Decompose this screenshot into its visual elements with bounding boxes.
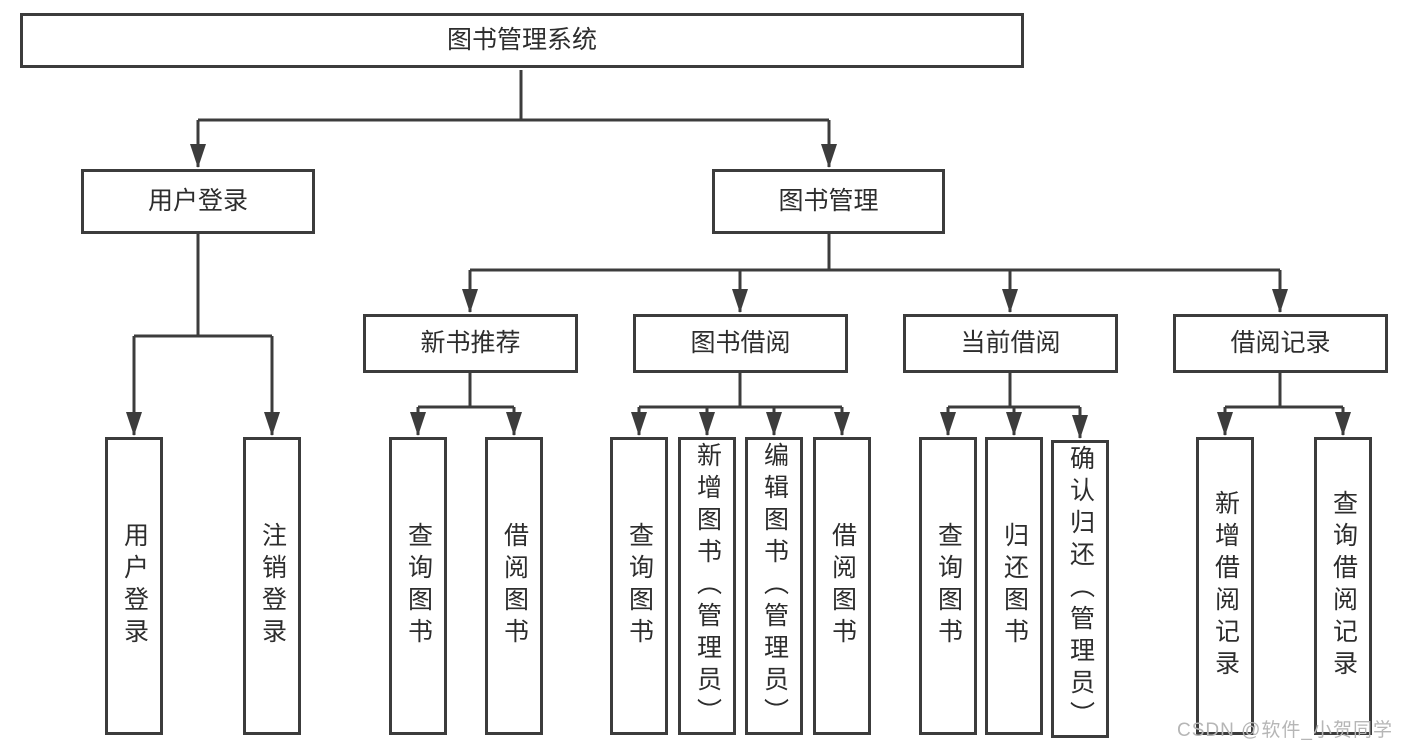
leaf-query-book-current-label: 查询图书 [934,522,963,650]
node-borrowing-records: 借阅记录 [1173,314,1388,373]
connector-borrowing-records-junction [1225,373,1343,409]
leaf-return-book: 归还图书 [985,437,1043,735]
node-book-borrowing-label: 图书借阅 [690,329,791,357]
leaf-borrow-book-borrowing: 借阅图书 [813,437,871,735]
node-borrowing-records-label: 借阅记录 [1230,329,1331,357]
leaf-query-book-current: 查询图书 [919,437,977,735]
connector-book-borrowing-junction [639,373,842,409]
leaf-query-book-borrowing-label: 查询图书 [625,522,654,650]
leaf-borrow-book-recommend-label: 借阅图书 [500,522,529,650]
leaf-query-book-recommend: 查询图书 [389,437,447,735]
leaf-confirm-return-admin: 确认归还（管理员） [1051,440,1109,738]
leaf-add-book-admin: 新增图书（管理员） [678,437,736,735]
node-root: 图书管理系统 [20,13,1024,68]
node-root-label: 图书管理系统 [446,26,597,54]
connector-current-borrowing-junction [948,373,1080,409]
leaf-borrow-book-recommend: 借阅图书 [485,437,543,735]
leaf-borrow-book-borrowing-label: 借阅图书 [828,522,857,650]
leaf-return-book-label: 归还图书 [1000,522,1029,650]
watermark: CSDN @软件_小贺同学 [1177,720,1393,741]
node-book-management-label: 图书管理 [778,187,879,215]
node-user-login-label: 用户登录 [147,187,248,215]
node-new-book-recommend: 新书推荐 [363,314,578,373]
leaf-confirm-return-admin-label: 确认归还（管理员） [1066,445,1095,733]
node-new-book-recommend-label: 新书推荐 [420,329,521,357]
connector-root-junction [198,70,829,122]
leaf-query-book-borrowing: 查询图书 [610,437,668,735]
leaf-user-login: 用户登录 [105,437,163,735]
connector-new-book-recommend-junction [418,373,514,409]
leaf-user-login-label: 用户登录 [120,522,149,650]
leaf-edit-book-admin: 编辑图书（管理员） [745,437,803,735]
node-book-management: 图书管理 [712,169,945,234]
leaf-query-book-recommend-label: 查询图书 [404,522,433,650]
leaf-logout: 注销登录 [243,437,301,735]
connector-user-login-junction [134,233,272,338]
node-current-borrowing-label: 当前借阅 [960,329,1061,357]
leaf-add-borrow-record: 新增借阅记录 [1196,437,1254,735]
leaf-logout-label: 注销登录 [258,522,287,650]
connector-book-management-junction [470,233,1280,272]
leaf-query-borrow-record-label: 查询借阅记录 [1329,490,1358,682]
leaf-query-borrow-record: 查询借阅记录 [1314,437,1372,735]
node-book-borrowing: 图书借阅 [633,314,848,373]
leaf-edit-book-admin-label: 编辑图书（管理员） [760,442,789,730]
leaf-add-borrow-record-label: 新增借阅记录 [1211,490,1240,682]
node-user-login: 用户登录 [81,169,315,234]
node-current-borrowing: 当前借阅 [903,314,1118,373]
leaf-add-book-admin-label: 新增图书（管理员） [693,442,722,730]
